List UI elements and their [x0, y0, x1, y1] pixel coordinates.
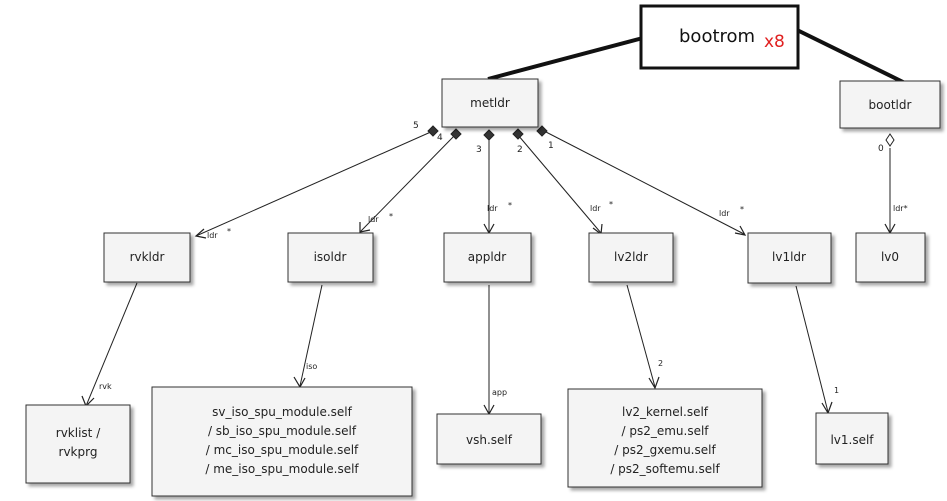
rvk-payload-line-2: rvkprg [59, 445, 98, 459]
diamond-rvk [427, 125, 439, 137]
lv2ldr-label: lv2ldr [614, 250, 648, 264]
multiplicity-3: 3 [476, 145, 482, 155]
aggregation-diamonds [427, 125, 895, 147]
multiplicity-4: 4 [437, 133, 443, 143]
multiplicity-2: 2 [517, 145, 523, 155]
arrowhead-rvkldr [194, 228, 207, 239]
rvkldr-label: rvkldr [130, 250, 165, 264]
edge-rvkldr-rvk [85, 282, 138, 407]
edge-metldr-isoldr [359, 133, 457, 233]
edge-lv2ldr-lv2 [626, 284, 656, 388]
multiplicity-0: 0 [878, 144, 884, 154]
edge-label-appldr: ldr [487, 204, 498, 213]
lv1ldr-label: lv1ldr [772, 250, 806, 264]
appldr-label: appldr [468, 250, 507, 264]
edge-star-lv2ldr: * [609, 200, 613, 209]
loader-nodes [103, 232, 926, 284]
lv2-payload-line-4: / ps2_softemu.self [610, 462, 720, 476]
bootrom-to-bootldr-edge [792, 26, 906, 85]
lv2-payload-line-3: / ps2_gxemu.self [614, 443, 716, 457]
edge-label-app: app [492, 388, 507, 397]
edge-label-lv2ldr: ldr [590, 204, 601, 213]
bootrom-to-metldr-edge [487, 36, 644, 81]
payload-edges [85, 282, 829, 414]
edge-label-isoldr: ldr [368, 215, 379, 224]
appldr-box [443, 232, 532, 283]
lv0-box [855, 232, 926, 283]
lv1ldr-box [747, 232, 832, 284]
diamond-app [483, 129, 495, 141]
metldr-edges [195, 130, 891, 237]
lv1-payload-box [815, 412, 889, 465]
arrowhead-lv2 [648, 376, 660, 390]
diamond-iso [450, 128, 462, 140]
rvkldr-box [103, 232, 191, 283]
edge-label-iso: iso [306, 362, 317, 371]
isoldr-label: isoldr [314, 250, 347, 264]
bootrom-label: bootrom [679, 26, 755, 47]
rvk-payload-box [25, 404, 131, 484]
vsh-payload-line-1: vsh.self [466, 433, 513, 447]
lv2-payload-line-1: lv2_kernel.self [622, 405, 709, 419]
edge-metldr-rvkldr [195, 130, 434, 237]
arrowhead-iso [293, 376, 306, 389]
edge-label-lv1ldr: ldr [719, 209, 730, 218]
lv2ldr-box [588, 232, 674, 283]
iso-payload-box [151, 386, 413, 497]
edge-metldr-lv1ldr [545, 131, 745, 235]
edge-label-rvk: rvk [99, 382, 112, 391]
diamond-lv2 [512, 128, 524, 140]
edge-metldr-lv2ldr [517, 134, 602, 234]
multiplicity-1: 1 [548, 141, 554, 151]
iso-payload-line-2: / sb_iso_spu_module.self [208, 424, 357, 438]
arrowhead-isoldr [359, 222, 371, 233]
edge-label-2: 2 [658, 359, 663, 368]
edge-star-isoldr: * [389, 212, 393, 221]
edge-label-lv0: ldr* [893, 204, 908, 213]
multiplicity-5: 5 [413, 121, 419, 131]
vsh-payload-box [436, 413, 542, 465]
iso-payload-line-4: / me_iso_spu_module.self [205, 462, 359, 476]
iso-payload-line-3: / mc_iso_spu_module.self [206, 443, 359, 457]
metldr-node [441, 78, 539, 128]
bootldr-label: bootldr [869, 98, 912, 112]
edge-star-lv1ldr: * [740, 205, 744, 214]
bootrom-node: bootrom x8 [639, 4, 800, 70]
edge-lv1ldr-lv1 [795, 285, 829, 413]
edge-star-appldr: * [508, 201, 512, 210]
edge-label-rvkldr: ldr [207, 231, 218, 240]
arrowhead-lv1ldr [734, 225, 747, 236]
bootrom-count: x8 [764, 32, 785, 52]
lv2-payload-line-2: / ps2_emu.self [621, 424, 709, 438]
lv1-payload-line-1: lv1.self [830, 433, 874, 447]
isoldr-box [287, 232, 374, 283]
bootldr-node [839, 80, 941, 129]
lv2-payload-box [567, 388, 763, 488]
lv0-label: lv0 [881, 250, 899, 264]
diamond-lv1 [536, 125, 548, 137]
edge-label-1: 1 [834, 386, 839, 395]
payload-nodes [25, 386, 889, 497]
edge-isoldr-iso [299, 284, 323, 387]
diamond-lv0 [885, 133, 895, 147]
iso-payload-line-1: sv_iso_spu_module.self [212, 405, 353, 419]
metldr-label: metldr [470, 96, 510, 110]
rvk-payload-line-1: rvklist / [56, 426, 101, 440]
edge-star-rvkldr: * [227, 227, 231, 236]
